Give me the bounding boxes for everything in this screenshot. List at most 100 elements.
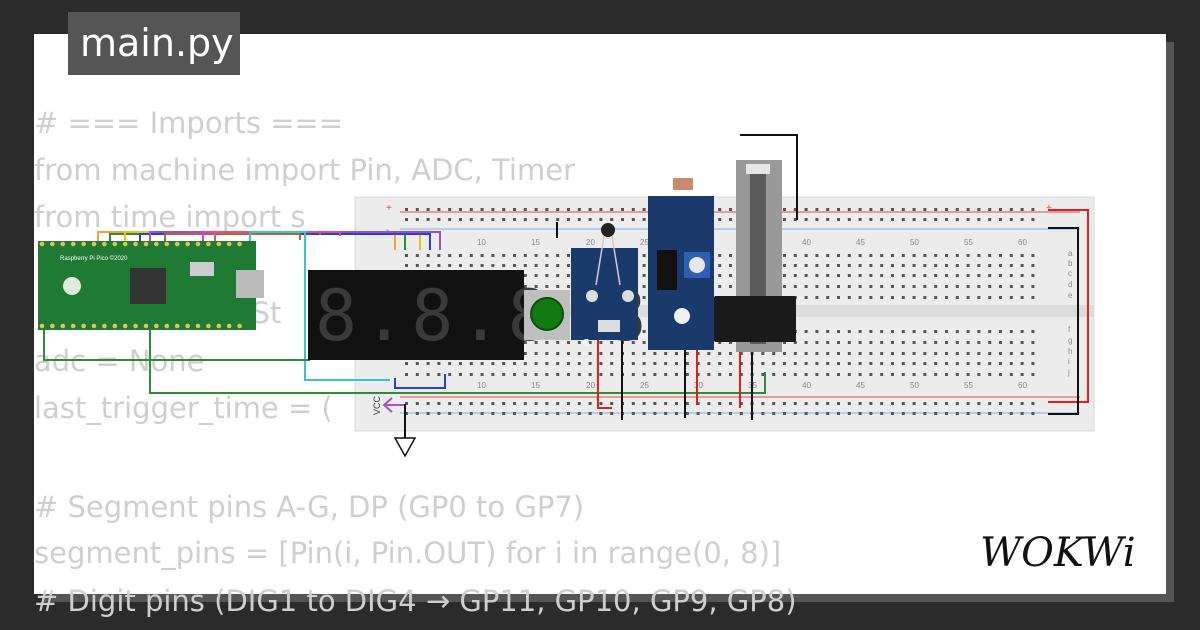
breadboard-hole[interactable] <box>934 330 938 333</box>
breadboard-hole[interactable] <box>631 341 635 344</box>
breadboard-hole[interactable] <box>577 412 581 415</box>
breadboard-hole[interactable] <box>966 285 970 288</box>
breadboard-hole[interactable] <box>448 412 452 415</box>
breadboard-hole[interactable] <box>815 341 819 344</box>
breadboard-hole[interactable] <box>513 402 516 405</box>
breadboard-hole[interactable] <box>891 412 894 415</box>
slider-handle[interactable] <box>714 296 796 342</box>
pico-pin[interactable] <box>122 323 128 329</box>
breadboard-hole[interactable] <box>739 402 743 405</box>
pico-pin[interactable] <box>112 241 118 247</box>
breadboard-hole[interactable] <box>599 208 603 211</box>
breadboard-hole[interactable] <box>999 412 1002 415</box>
breadboard-hole[interactable] <box>534 373 538 376</box>
pico-pin[interactable] <box>133 241 138 247</box>
breadboard-hole[interactable] <box>1009 362 1013 365</box>
breadboard-hole[interactable] <box>577 362 581 365</box>
breadboard-hole[interactable] <box>426 362 430 365</box>
breadboard-hole[interactable] <box>502 254 506 257</box>
breadboard-hole[interactable] <box>837 285 840 288</box>
breadboard-hole[interactable] <box>1009 208 1013 211</box>
breadboard-hole[interactable] <box>761 373 765 376</box>
breadboard-hole[interactable] <box>847 412 851 415</box>
pico-pin[interactable] <box>216 323 222 329</box>
breadboard-hole[interactable] <box>923 352 927 355</box>
breadboard-hole[interactable] <box>437 402 441 405</box>
breadboard-hole[interactable] <box>966 264 970 267</box>
breadboard-hole[interactable] <box>437 208 441 211</box>
breadboard-hole[interactable] <box>901 341 905 344</box>
breadboard-hole[interactable] <box>405 208 408 211</box>
breadboard-hole[interactable] <box>459 362 462 365</box>
breadboard-hole[interactable] <box>826 341 830 344</box>
breadboard-hole[interactable] <box>1020 412 1024 415</box>
breadboard-hole[interactable] <box>523 285 527 288</box>
pico-pin[interactable] <box>154 323 159 329</box>
breadboard-hole[interactable] <box>1020 402 1024 405</box>
breadboard-hole[interactable] <box>480 362 484 365</box>
breadboard-hole[interactable] <box>891 341 894 344</box>
breadboard-hole[interactable] <box>448 254 452 257</box>
breadboard-hole[interactable] <box>783 402 786 405</box>
breadboard-hole[interactable] <box>999 352 1002 355</box>
breadboard-hole[interactable] <box>513 208 516 211</box>
breadboard-hole[interactable] <box>513 218 516 221</box>
breadboard-hole[interactable] <box>664 362 668 365</box>
breadboard-hole[interactable] <box>415 264 419 267</box>
breadboard-hole[interactable] <box>934 208 938 211</box>
breadboard-hole[interactable] <box>469 362 473 365</box>
breadboard-hole[interactable] <box>642 218 646 221</box>
breadboard-hole[interactable] <box>523 352 527 355</box>
breadboard-hole[interactable] <box>804 362 808 365</box>
breadboard-hole[interactable] <box>934 373 938 376</box>
breadboard-hole[interactable] <box>934 296 938 299</box>
breadboard-hole[interactable] <box>793 352 797 355</box>
breadboard-hole[interactable] <box>1031 264 1035 267</box>
pico-pin[interactable] <box>206 241 211 247</box>
breadboard-hole[interactable] <box>1031 352 1035 355</box>
pico-pin[interactable] <box>122 241 128 247</box>
pico-pin[interactable] <box>174 323 180 329</box>
breadboard-hole[interactable] <box>729 218 732 221</box>
breadboard-hole[interactable] <box>664 352 668 355</box>
breadboard-hole[interactable] <box>534 218 538 221</box>
breadboard-hole[interactable] <box>772 402 776 405</box>
breadboard-hole[interactable] <box>999 373 1002 376</box>
breadboard-hole[interactable] <box>901 330 905 333</box>
breadboard-hole[interactable] <box>426 208 430 211</box>
breadboard-hole[interactable] <box>826 352 830 355</box>
breadboard-hole[interactable] <box>1020 352 1024 355</box>
breadboard-hole[interactable] <box>815 402 819 405</box>
breadboard-hole[interactable] <box>999 218 1002 221</box>
breadboard-hole[interactable] <box>912 402 916 405</box>
breadboard-hole[interactable] <box>588 208 592 211</box>
breadboard-hole[interactable] <box>545 373 549 376</box>
breadboard-hole[interactable] <box>718 341 722 344</box>
breadboard-hole[interactable] <box>880 285 884 288</box>
breadboard-hole[interactable] <box>696 362 700 365</box>
breadboard-hole[interactable] <box>642 352 646 355</box>
breadboard-hole[interactable] <box>847 285 851 288</box>
pico-pin[interactable] <box>112 323 118 329</box>
breadboard-hole[interactable] <box>426 402 430 405</box>
breadboard-hole[interactable] <box>880 373 884 376</box>
breadboard-hole[interactable] <box>567 274 570 277</box>
breadboard-hole[interactable] <box>545 264 549 267</box>
breadboard-hole[interactable] <box>513 412 516 415</box>
breadboard-hole[interactable] <box>977 285 981 288</box>
pico-pin[interactable] <box>164 323 170 329</box>
breadboard-hole[interactable] <box>783 412 786 415</box>
breadboard-hole[interactable] <box>718 412 722 415</box>
breadboard-hole[interactable] <box>599 362 603 365</box>
breadboard-hole[interactable] <box>988 373 992 376</box>
breadboard-hole[interactable] <box>415 373 419 376</box>
breadboard-hole[interactable] <box>804 402 808 405</box>
breadboard-hole[interactable] <box>653 362 657 365</box>
breadboard-hole[interactable] <box>815 218 819 221</box>
breadboard-hole[interactable] <box>858 208 862 211</box>
breadboard-hole[interactable] <box>405 373 408 376</box>
breadboard-hole[interactable] <box>642 341 646 344</box>
breadboard-hole[interactable] <box>567 264 570 267</box>
breadboard-hole[interactable] <box>610 373 614 376</box>
breadboard-hole[interactable] <box>847 208 851 211</box>
